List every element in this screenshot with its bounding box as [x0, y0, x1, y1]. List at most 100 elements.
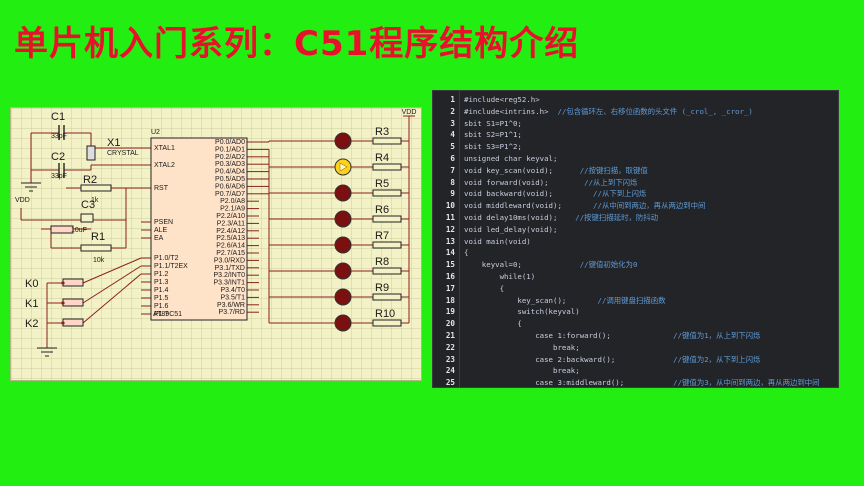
- code-line[interactable]: 22 break;: [433, 342, 838, 354]
- mcu-pin-label: P3.5/T1: [220, 294, 245, 301]
- code-text: {: [464, 247, 468, 259]
- code-statement: void backward(void);: [464, 189, 594, 199]
- resistor-label: R5: [375, 178, 389, 190]
- code-statement: case 3:middleward();: [464, 378, 674, 388]
- c1-label: C1: [51, 111, 65, 123]
- code-statement: case 1:forward();: [464, 330, 674, 340]
- line-number: 25: [445, 378, 455, 388]
- resistor: [372, 293, 402, 301]
- code-text: key_scan(); //调用键盘扫描函数: [464, 295, 665, 307]
- mcu-pin-label: P3.2/INT0: [213, 272, 245, 279]
- code-statement: {: [464, 283, 505, 293]
- code-line[interactable]: 14{: [433, 247, 838, 259]
- code-editor[interactable]: 1 #include<reg52.h>2#include<intrins.h> /…: [432, 90, 839, 388]
- r2-label: R2: [83, 174, 97, 186]
- code-text: unsigned char keyval;: [464, 153, 557, 165]
- code-line[interactable]: 1 #include<reg52.h>: [433, 94, 838, 106]
- led: [334, 288, 352, 306]
- code-text: while(1): [464, 271, 536, 283]
- code-text: sbit S1=P1^0;: [464, 118, 522, 130]
- resistor: [372, 215, 402, 223]
- code-line[interactable]: 16 while(1): [433, 271, 838, 283]
- key-label-k2: K2: [25, 318, 38, 330]
- line-number: 1: [450, 95, 455, 104]
- resistor-label: R4: [375, 152, 389, 164]
- mcu-pin-label: P3.6/WR: [217, 302, 245, 309]
- code-line[interactable]: 2#include<intrins.h> //包含循环左、右移位函数的头文件 (…: [433, 106, 838, 118]
- c3-value: 10uF: [71, 227, 87, 234]
- code-comment: //从上到下闪烁: [584, 177, 638, 187]
- line-number: 4: [450, 130, 455, 140]
- code-line[interactable]: 23 case 2:backward(); //键值为2，从下到上闪烁: [433, 354, 838, 366]
- mcu-pin-label: P1.4: [154, 287, 169, 294]
- code-comment: //键值为2，从下到上闪烁: [673, 354, 761, 364]
- ground-symbol: [21, 182, 41, 192]
- mcu-pin-label: RST: [154, 185, 169, 192]
- mcu-pin-label: P0.0/AD0: [215, 139, 245, 146]
- mcu-ref-label: U2: [151, 129, 160, 136]
- line-number: 7: [450, 165, 455, 175]
- line-number: 10: [445, 201, 455, 211]
- resistor-label: R3: [375, 126, 389, 138]
- code-line[interactable]: 17 {: [433, 283, 838, 295]
- mcu-part-label: AT89C51: [153, 311, 182, 318]
- mcu-pin-label: P1.7: [154, 311, 169, 318]
- c2-label: C2: [51, 151, 65, 163]
- resistor-r2: [80, 184, 112, 192]
- mcu-pin-label: P0.7/AD7: [215, 191, 245, 198]
- mcu-pin-label: P0.1/AD1: [215, 146, 245, 153]
- mcu-pin-label: P0.2/AD2: [215, 154, 245, 161]
- wire: [82, 265, 142, 304]
- code-line[interactable]: 24 break;: [433, 365, 838, 377]
- code-statement: {: [464, 248, 469, 258]
- ground-symbol-keys: [37, 347, 57, 357]
- page-title: 单片机入门系列：C51程序结构介绍: [14, 24, 580, 64]
- led-diode-symbol: [339, 162, 348, 172]
- code-line[interactable]: 18 key_scan(); //调用键盘扫描函数: [433, 295, 838, 307]
- code-statement: void led_delay(void);: [464, 224, 558, 234]
- code-statement: case 2:backward();: [464, 354, 674, 364]
- mcu-pin-label: P3.4/T0: [220, 287, 245, 294]
- mcu-pin-label: EA: [154, 235, 164, 242]
- line-number: 15: [445, 260, 455, 270]
- code-statement: break;: [464, 342, 580, 352]
- mcu-pin-label: P1.2: [154, 271, 169, 278]
- code-line[interactable]: 20 {: [433, 318, 838, 330]
- code-statement: {: [464, 319, 522, 329]
- mcu-pin-label: P0.3/AD3: [215, 161, 245, 168]
- mcu-pin-label: P2.5/A13: [216, 235, 245, 242]
- code-line[interactable]: 19 switch(keyval): [433, 306, 838, 318]
- line-number: 13: [445, 236, 455, 246]
- vdd-label-right: VDD: [402, 109, 417, 116]
- led: [334, 262, 352, 280]
- code-text: #include<reg52.h>: [464, 94, 540, 106]
- mcu-pin-label: P1.3: [154, 279, 169, 286]
- mcu-pin-label: XTAL2: [154, 162, 175, 169]
- mcu-pin-label: P0.4/AD4: [215, 169, 245, 176]
- mcu-pin-label: P1.1/T2EX: [154, 263, 188, 270]
- code-line[interactable]: 25 case 3:middleward(); //键值为3，从中间到两边，再从…: [433, 377, 838, 388]
- x1-value: CRYSTAL: [107, 150, 139, 157]
- mcu-pin-label: P3.3/INT1: [213, 280, 245, 287]
- mcu-pin-label: P1.0/T2: [154, 255, 179, 262]
- code-statement: void forward(void);: [464, 177, 585, 187]
- code-line[interactable]: 21 case 1:forward(); //键值为1，从上到下闪烁: [433, 330, 838, 342]
- led: [334, 184, 352, 202]
- code-line[interactable]: 15 keyval=0; //键值初始化为0: [433, 259, 838, 271]
- mcu-pin-label: P1.6: [154, 303, 169, 310]
- mcu-pin-label: P1.5: [154, 295, 169, 302]
- line-number: 17: [445, 283, 455, 293]
- code-text: {: [464, 318, 522, 330]
